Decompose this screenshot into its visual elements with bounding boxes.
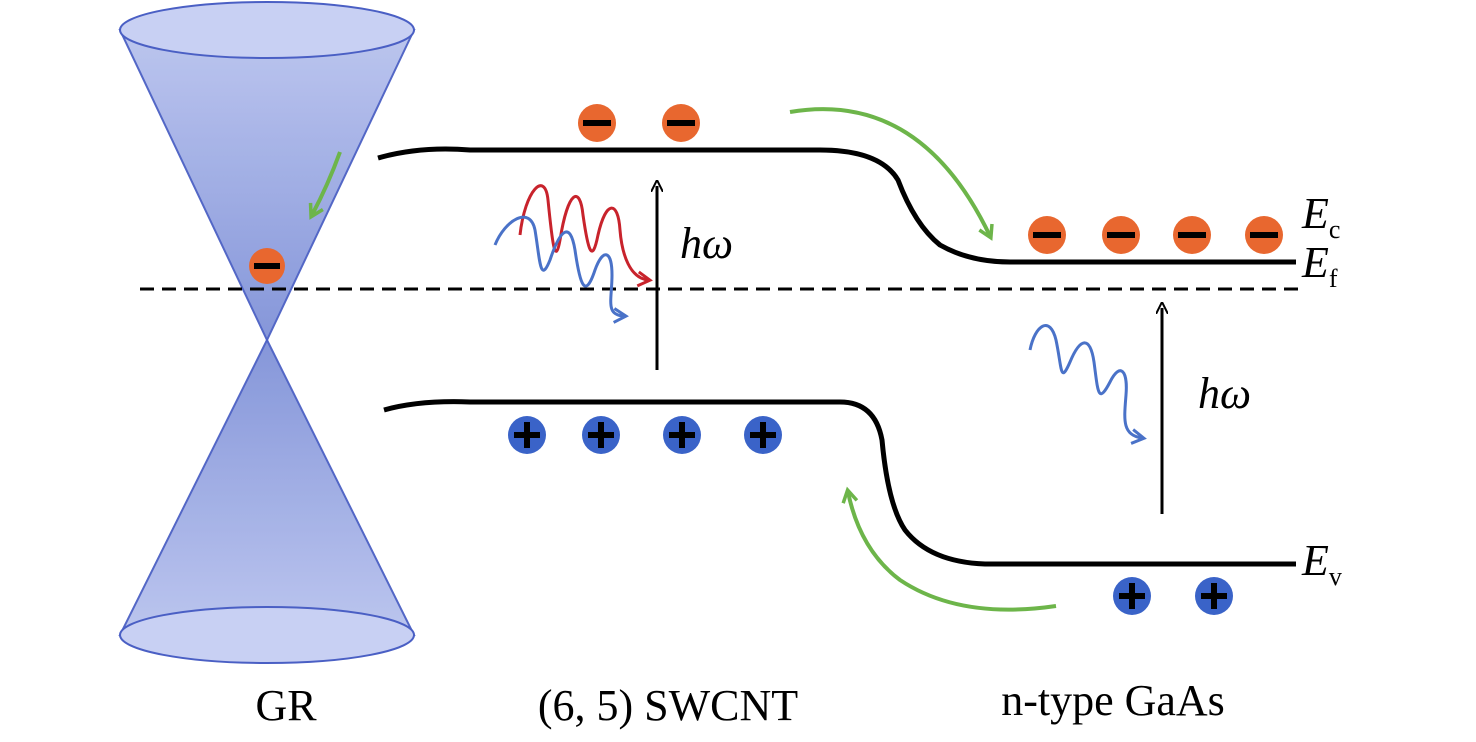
hole [663,416,701,454]
electron [1245,216,1283,254]
ef-subscript: f [1329,264,1338,293]
electron [662,104,700,142]
valence-band-label: Ev [1301,536,1342,591]
hole [1113,577,1151,615]
swcnt-label: (6, 5) SWCNT [538,681,798,730]
hole [1195,577,1233,615]
gaas-label: n-type GaAs [1001,676,1225,725]
ev-symbol: E [1301,536,1329,585]
hole [744,416,782,454]
ec-symbol: E [1301,189,1329,238]
electron [1028,216,1066,254]
hole [582,416,620,454]
electron [1102,216,1140,254]
hole [508,416,546,454]
red-photon-squiggle [518,184,653,288]
electron [249,248,285,284]
blue-photon-squiggle-swcnt [493,215,629,324]
graphene-transfer-arrow [308,151,342,220]
blue-photon-squiggle-gaas [1028,324,1147,445]
graphene-dirac-cone [118,1,416,664]
valence-band-line [383,399,1296,567]
upper-cone-top-ellipse [119,1,415,59]
lower-cone [118,337,416,636]
graphene-label: GR [255,681,317,730]
ev-subscript: v [1329,562,1342,591]
hole-transfer-arrow [841,486,1057,612]
fermi-level-label: Ef [1301,238,1338,293]
ef-symbol: E [1301,238,1329,287]
conduction-band-label: Ec [1301,189,1340,244]
upper-cone [118,29,416,343]
photon-energy-label-gaas: hω [1198,369,1251,418]
electron [1173,216,1211,254]
electron [578,104,616,142]
electron-transfer-arrow [789,107,994,241]
lower-cone-bottom-ellipse [119,606,415,664]
ec-subscript: c [1329,215,1341,244]
photon-energy-label-swcnt: hω [680,219,733,268]
conduction-band-line [377,146,1296,265]
